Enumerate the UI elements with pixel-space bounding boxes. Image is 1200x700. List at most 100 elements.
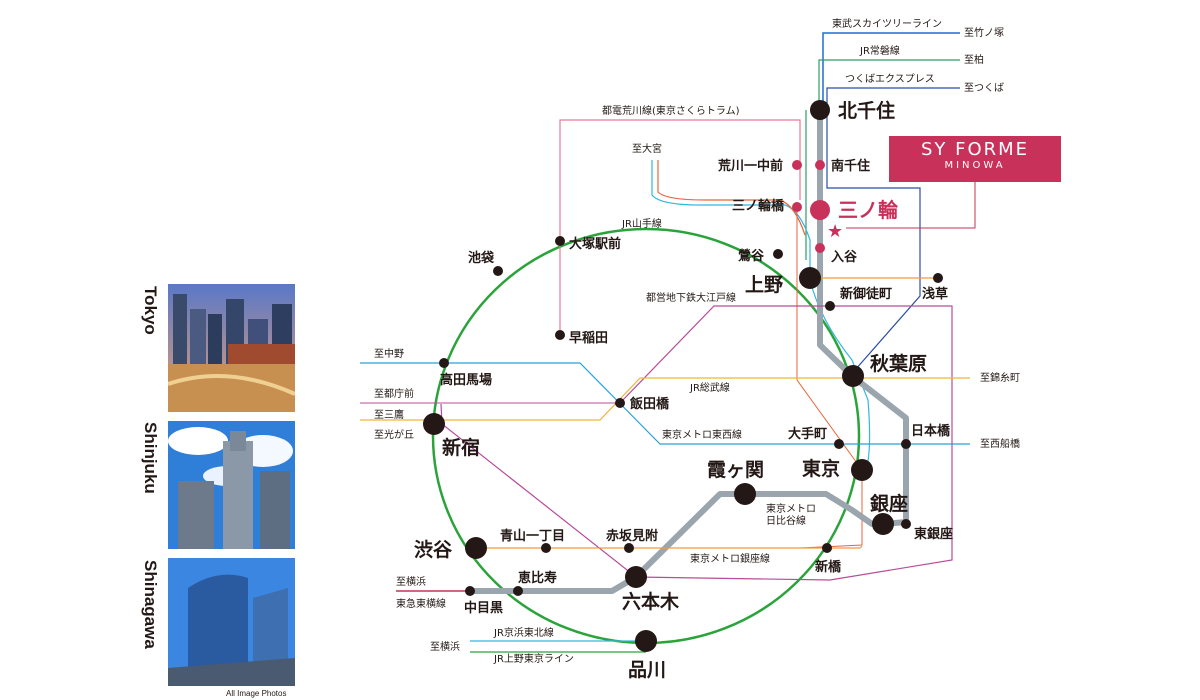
station-dot-shinjuku — [423, 413, 445, 435]
line-label-sobu: JR総武線 — [689, 381, 730, 394]
label-nihonbashi: 日本橋 — [911, 423, 951, 439]
line-label-yamanote: JR山手線 — [621, 217, 662, 230]
label-shinbashi: 新橋 — [815, 559, 842, 575]
station-dot-shinagawa — [635, 630, 657, 652]
label-nakameguro: 中目黒 — [464, 600, 503, 616]
station-dot-otsuka — [555, 236, 565, 246]
dest-tsukuba: 至つくば — [964, 82, 1004, 94]
station-dot-aoyama — [541, 543, 551, 553]
photo-shinagawa — [168, 558, 295, 686]
station-dot-kitasenju — [810, 100, 830, 120]
logo-sub: MINOWA — [944, 160, 1006, 171]
station-dot-shibuya — [465, 537, 487, 559]
station-dot-otemachi — [834, 439, 844, 449]
station-dot-ginza — [872, 513, 894, 535]
dest-omiya: 至大宮 — [632, 142, 662, 155]
station-dot-arakawa-itchu — [792, 160, 802, 170]
dest-kinshicho: 至錦糸町 — [980, 371, 1020, 384]
label-minamisenju: 南千住 — [831, 158, 870, 174]
photo-credit: All Image Photos — [226, 689, 287, 698]
sobu-line — [360, 377, 970, 421]
line-label-tobu: 東武スカイツリーライン — [832, 17, 942, 30]
line-label-joban: JR常磐線 — [859, 44, 900, 57]
label-shinjuku: 新宿 — [442, 436, 480, 459]
oedo-line — [440, 305, 953, 581]
label-tokyo: 東京 — [802, 457, 840, 480]
station-dot-iriya — [815, 243, 825, 253]
line-label-keihin: JR京浜東北線 — [493, 626, 554, 639]
dest-yokohama1: 至横浜 — [396, 575, 426, 588]
station-dot-minowa — [810, 200, 830, 220]
station-dot-tokyo — [851, 459, 873, 481]
label-ginza: 銀座 — [870, 492, 908, 515]
hibiya-line — [470, 110, 909, 594]
tsukuba-line — [826, 87, 960, 110]
dest-mitaka: 至三鷹 — [374, 408, 404, 421]
station-dot-iidabashi — [615, 398, 625, 408]
ueno-tokyo-line — [657, 160, 806, 236]
label-minowa: 三ノ輪 — [838, 198, 899, 222]
line-label-hibiya-1: 東京メトロ — [766, 502, 816, 515]
line-label-ginza: 東京メトロ銀座線 — [690, 552, 770, 565]
dest-takenotsuka: 至竹ノ塚 — [964, 26, 1004, 39]
station-dot-shinbashi — [822, 543, 832, 553]
label-waseda: 早稲田 — [569, 330, 608, 346]
station-dot-akasaka — [624, 543, 634, 553]
dest-tochomae: 至都庁前 — [374, 387, 414, 400]
station-dot-minowabashi — [792, 202, 802, 212]
label-iidabashi: 飯田橋 — [629, 396, 670, 412]
label-asakusa: 浅草 — [922, 286, 948, 302]
station-dot-higashiginza — [901, 519, 911, 529]
label-arakawa-itchu: 荒川一中前 — [717, 158, 783, 174]
station-dot-minamisenju — [815, 160, 825, 170]
dest-nakano: 至中野 — [374, 347, 404, 360]
photo-label-tokyo: Tokyo — [141, 286, 160, 335]
line-label-hibiya-2: 日比谷線 — [766, 514, 806, 527]
label-uguisudani: 鶯谷 — [738, 248, 765, 264]
station-dot-roppongi — [625, 566, 647, 588]
photo-label-shinagawa: Shinagawa — [141, 560, 160, 649]
photo-label-shinjuku: Shinjuku — [141, 422, 160, 494]
label-minowabashi: 三ノ輪橋 — [732, 198, 785, 214]
label-shinokachimachi: 新御徒町 — [840, 286, 892, 302]
dest-nishifunabashi: 至西船橋 — [980, 437, 1020, 450]
label-ikebukuro: 池袋 — [468, 250, 495, 266]
line-label-oedo: 都営地下鉄大江戸線 — [646, 291, 736, 304]
tobu-line — [822, 32, 960, 110]
label-higashiginza: 東銀座 — [914, 526, 953, 542]
label-kitasenju: 北千住 — [838, 99, 895, 122]
dest-kashiwa: 至柏 — [964, 53, 984, 66]
label-iriya: 入谷 — [831, 249, 858, 265]
station-dot-ebisu — [513, 586, 523, 596]
label-aoyama: 青山一丁目 — [500, 528, 565, 544]
line-label-tozai: 東京メトロ東西線 — [662, 428, 742, 441]
station-dot-takadanobaba — [439, 358, 449, 368]
line-label-arakawa: 都電荒川線(東京さくらトラム) — [602, 104, 740, 117]
label-ebisu: 恵比寿 — [518, 570, 557, 586]
label-ueno: 上野 — [745, 274, 783, 296]
station-dot-kasumigaseki — [734, 483, 756, 505]
line-label-tsukuba: つくばエクスプレス — [845, 73, 935, 85]
joban-line — [818, 59, 960, 110]
label-otsuka: 大塚駅前 — [569, 236, 621, 252]
station-dot-shinokachimachi — [825, 301, 835, 311]
label-akasaka: 赤坂見附 — [606, 528, 658, 544]
station-dot-akihabara — [842, 365, 864, 387]
line-label-ueno-tokyo: JR上野東京ライン — [493, 652, 574, 665]
label-roppongi: 六本木 — [622, 590, 680, 613]
dest-yokohama2: 至横浜 — [430, 640, 460, 653]
station-dot-uguisudani — [773, 249, 783, 259]
station-dot-waseda — [555, 330, 565, 340]
keihin-line — [651, 160, 871, 471]
line-label-toyoko: 東急東横線 — [396, 597, 446, 610]
tozai-line — [360, 362, 970, 445]
label-takadanobaba: 高田馬場 — [440, 372, 492, 388]
label-otemachi: 大手町 — [788, 426, 827, 442]
label-shibuya: 渋谷 — [414, 538, 453, 561]
photo-tokyo — [168, 284, 295, 412]
yamanote-line — [431, 227, 861, 645]
arakawa-line — [559, 119, 801, 335]
station-dot-ikebukuro — [493, 266, 503, 276]
label-shinagawa: 品川 — [628, 659, 666, 681]
station-dot-nihonbashi — [901, 439, 911, 449]
